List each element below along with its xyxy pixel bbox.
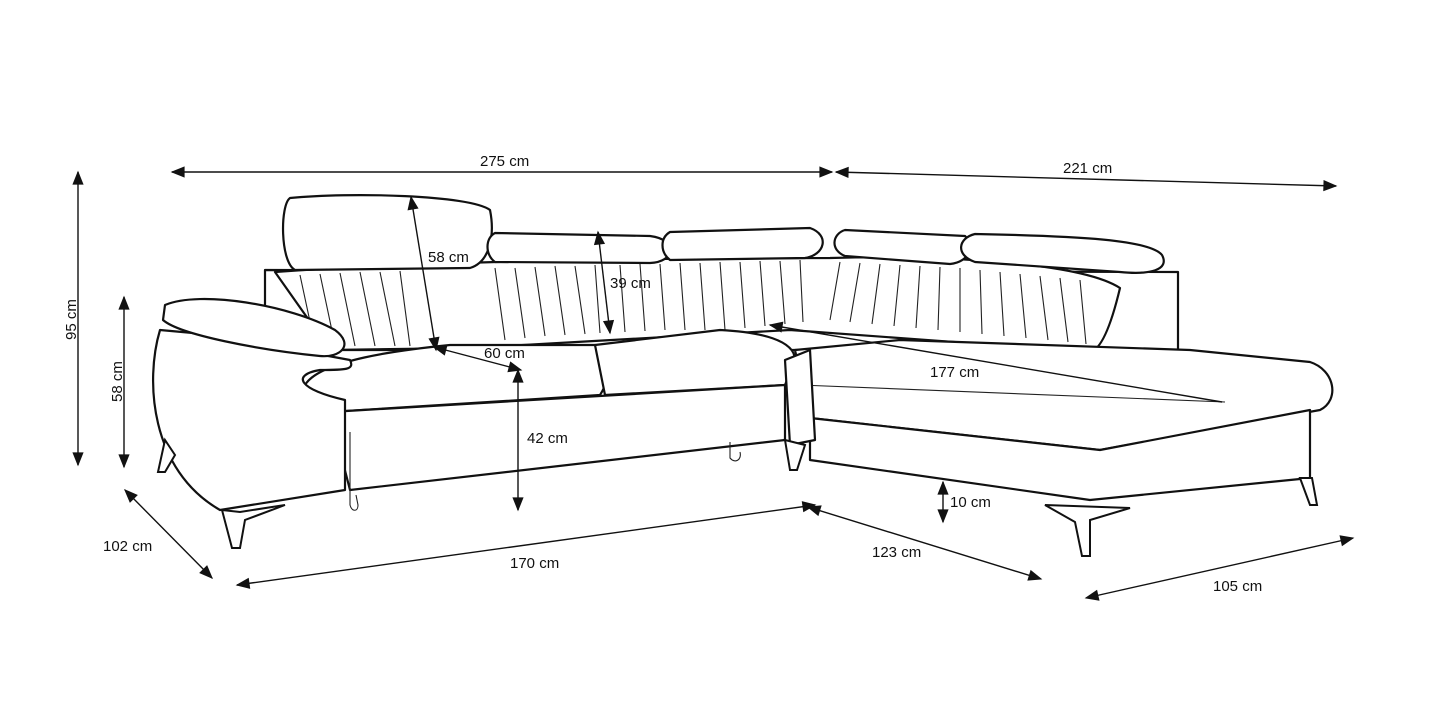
label-headrest-extension: 58 cm — [428, 249, 469, 266]
label-chaise-width: 105 cm — [1213, 578, 1262, 595]
headrest-2 — [486, 231, 672, 265]
leg-chaise-front — [1044, 504, 1131, 557]
leg-middle — [783, 438, 807, 471]
label-total-height: 95 cm — [63, 299, 80, 340]
leg-left-front — [220, 504, 286, 549]
headrest-1 — [282, 194, 493, 272]
corner-connector — [783, 348, 817, 447]
label-seat-height: 42 cm — [527, 430, 568, 447]
headrest-3 — [661, 226, 824, 262]
armrest-top — [161, 297, 346, 358]
label-total-width: 275 cm — [480, 153, 529, 170]
leg-left-back — [156, 437, 177, 473]
label-corner-width: 221 cm — [1063, 160, 1112, 177]
label-chaise-length: 177 cm — [930, 364, 979, 381]
dimension-lines — [72, 166, 1355, 601]
leg-chaise-right — [1298, 477, 1319, 506]
headrest-5 — [960, 232, 1165, 274]
label-chaise-side: 123 cm — [872, 544, 921, 561]
label-armrest-height: 58 cm — [109, 361, 126, 402]
left-armrest — [152, 328, 353, 512]
label-backrest-height: 39 cm — [610, 275, 651, 292]
label-seat-depth: 60 cm — [484, 345, 525, 362]
sofa-drawing — [152, 194, 1334, 557]
label-leg-height: 10 cm — [950, 494, 991, 511]
label-depth: 102 cm — [103, 538, 152, 555]
dimension-labels: 275 cm 221 cm 95 cm 58 cm 58 cm 39 cm 60… — [63, 153, 1262, 595]
label-front-width: 170 cm — [510, 555, 559, 572]
chaise-seat-line — [799, 384, 1226, 403]
